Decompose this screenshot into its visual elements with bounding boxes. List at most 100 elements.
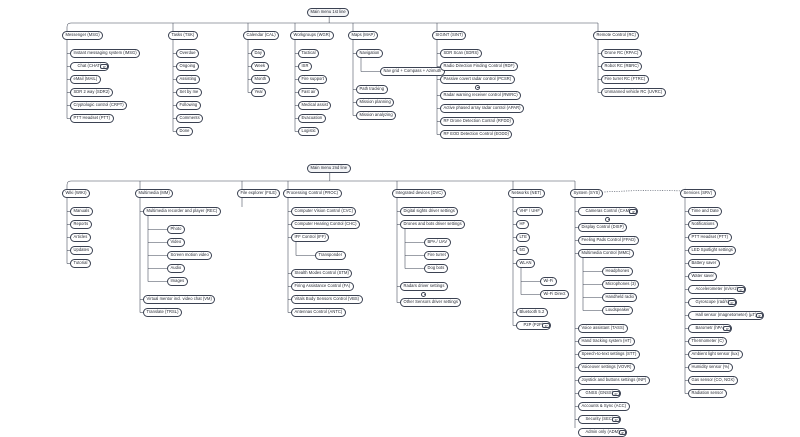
branch-l1-2[interactable]: Calendar (CAL) bbox=[243, 31, 280, 40]
item-l1-3-1[interactable]: ISR bbox=[298, 62, 312, 71]
subitem-l2-1-0-2[interactable]: Screen motion video bbox=[167, 251, 213, 260]
subitem-l2-5-4-0[interactable]: Wi-Fi bbox=[540, 277, 557, 286]
item-l2-4-0[interactable]: Digital sights driver settings bbox=[400, 207, 459, 216]
subitem-l1-4-0-0[interactable]: Nav grid + Compass + Azimuth bbox=[380, 67, 445, 76]
subitem-l2-4-1-1[interactable]: Fire turret bbox=[424, 251, 450, 260]
item-l2-7-7[interactable]: Gyroscope (rad/s) bbox=[688, 298, 737, 307]
subitem-l2-6-3-2[interactable]: Handheld radio bbox=[602, 293, 638, 302]
item-l2-6-1[interactable]: Display Control (DISP) bbox=[578, 223, 628, 232]
item-l2-7-10[interactable]: Thermometer (C) bbox=[688, 337, 728, 346]
item-l2-5-4[interactable]: WLAN bbox=[516, 259, 536, 268]
subitem-l2-1-0-3[interactable]: Audio bbox=[167, 264, 185, 273]
item-l1-6-0[interactable]: Drone RC (RPAC) bbox=[601, 49, 642, 58]
item-l2-3-1[interactable]: Computer Hearing Control (CHC) bbox=[291, 220, 361, 229]
item-l2-1-2[interactable]: Translate (TRSL) bbox=[143, 308, 183, 317]
item-l1-2-1[interactable]: Week bbox=[251, 62, 269, 71]
subitem-l2-6-3-1[interactable]: Microphones (3) bbox=[602, 280, 640, 289]
branch-l2-2[interactable]: File explorer (FILE) bbox=[237, 189, 281, 198]
item-l1-0-4[interactable]: Cryptologic control (CRPT) bbox=[70, 101, 128, 110]
item-l2-7-11[interactable]: Ambient light sensor (lux) bbox=[688, 350, 743, 359]
item-l2-0-0[interactable]: Manuals bbox=[70, 207, 93, 216]
item-l1-5-2[interactable]: Passive covert radar control (PCSR) bbox=[440, 75, 515, 84]
branch-l2-5[interactable]: Networks (NET) bbox=[508, 189, 545, 198]
item-l1-2-3[interactable]: Year bbox=[251, 88, 267, 97]
item-l2-5-3[interactable]: 5G bbox=[516, 246, 529, 255]
item-l1-3-4[interactable]: Medical assist bbox=[298, 101, 332, 110]
item-l2-3-2[interactable]: IFF Control (IFF) bbox=[291, 233, 330, 242]
item-l2-4-3[interactable]: Other Sensors driver settings bbox=[400, 298, 462, 307]
item-l2-5-6[interactable]: P2P (P2P) bbox=[516, 321, 551, 330]
branch-l1-6[interactable]: Remote Control (RC) bbox=[593, 31, 640, 40]
item-l2-5-5[interactable]: Bluetooth 5.2 bbox=[516, 308, 548, 317]
item-l2-5-1[interactable]: HF bbox=[516, 220, 529, 229]
item-l2-4-2[interactable]: Radars driver settings bbox=[400, 282, 448, 291]
item-l2-6-10[interactable]: Accounts & Sync (ACC) bbox=[578, 402, 630, 411]
item-l2-6-0[interactable]: Cameras Control (CAM) bbox=[578, 207, 638, 216]
branch-l2-0[interactable]: Wiki (WIKI) bbox=[62, 189, 91, 198]
item-l2-7-6[interactable]: Accelerometer (m/s×2) bbox=[688, 285, 746, 294]
item-l1-4-3[interactable]: Mission analyzing bbox=[356, 111, 397, 120]
branch-l2-4[interactable]: Integrated devices (DVC) bbox=[392, 189, 447, 198]
branch-l2-7[interactable]: Services (SRV) bbox=[680, 189, 716, 198]
item-l1-5-6[interactable]: RF EOD Detection Control (EODD) bbox=[440, 130, 513, 139]
item-l2-7-2[interactable]: PTT Headset (PTT) bbox=[688, 233, 732, 242]
item-l1-2-0[interactable]: Day bbox=[251, 49, 266, 58]
item-l2-7-0[interactable]: Time and Date bbox=[688, 207, 723, 216]
item-l2-0-3[interactable]: Updates bbox=[70, 246, 93, 255]
item-l1-5-5[interactable]: RF Drone Detection Control (RFDD) bbox=[440, 117, 515, 126]
item-l2-6-6[interactable]: Speech-to-text settings (STT) bbox=[578, 350, 640, 359]
item-l1-3-5[interactable]: Evacuation bbox=[298, 114, 326, 123]
subitem-l2-1-0-4[interactable]: Images bbox=[167, 277, 188, 286]
item-l2-7-1[interactable]: Notifications bbox=[688, 220, 718, 229]
branch-l2-6[interactable]: System (SYS) bbox=[570, 189, 604, 198]
item-l1-0-5[interactable]: PTT Headset (PTT) bbox=[70, 114, 114, 123]
item-l2-7-14[interactable]: Radiation sensor bbox=[688, 389, 727, 398]
item-l1-4-2[interactable]: Mission planning bbox=[356, 98, 395, 107]
subitem-l2-1-0-0[interactable]: Photo bbox=[167, 225, 185, 234]
item-l1-6-2[interactable]: Fire turret RC (FTRC) bbox=[601, 75, 649, 84]
subitem-l2-6-3-0[interactable]: Headphones bbox=[602, 267, 633, 276]
item-l2-3-4[interactable]: Firing Assistance Control (FA) bbox=[291, 282, 354, 291]
item-l1-3-3[interactable]: Fast air bbox=[298, 88, 320, 97]
item-l2-7-12[interactable]: Humidity sensor (%) bbox=[688, 363, 733, 372]
item-l1-4-1[interactable]: Path tracking bbox=[356, 85, 388, 94]
item-l2-7-9[interactable]: Barometr (hPA) bbox=[688, 324, 732, 333]
item-l1-3-6[interactable]: Logistic bbox=[298, 127, 320, 136]
subitem-l2-5-4-1[interactable]: Wi-Fi Direct bbox=[540, 290, 569, 299]
item-l2-3-5[interactable]: Vitals Body Sensors Control (VBS) bbox=[291, 295, 363, 304]
item-l1-4-0[interactable]: Navigation bbox=[356, 49, 383, 58]
item-l2-0-1[interactable]: Reports bbox=[70, 220, 92, 229]
item-l2-7-3[interactable]: LED Spotlight settings bbox=[688, 246, 737, 255]
subitem-l2-1-0-1[interactable]: Video bbox=[167, 238, 185, 247]
branch-l1-3[interactable]: Workgroups (WGR) bbox=[290, 31, 334, 40]
item-l1-1-1[interactable]: Ongoing bbox=[176, 62, 199, 71]
branch-l1-0[interactable]: Messenger (MSG) bbox=[62, 31, 104, 40]
branch-l2-1[interactable]: Multimedia (MM) bbox=[135, 189, 174, 198]
item-l2-3-6[interactable]: Antennas Control (ANTC) bbox=[291, 308, 346, 317]
item-l1-0-1[interactable]: Chat (CHAT) bbox=[70, 62, 109, 71]
branch-l1-4[interactable]: Maps (MAP) bbox=[348, 31, 379, 40]
branch-l2-3[interactable]: Processing Control (PROC) bbox=[283, 189, 342, 198]
item-l1-6-1[interactable]: Robot RC (RBRC) bbox=[601, 62, 643, 71]
branch-l1-5[interactable]: SIGINT (SINT) bbox=[432, 31, 467, 40]
item-l1-1-0[interactable]: Overdue bbox=[176, 49, 200, 58]
item-l1-1-3[interactable]: Set by me bbox=[176, 88, 202, 97]
item-l2-4-1[interactable]: Drones and bots driver settings bbox=[400, 220, 466, 229]
item-l1-5-3[interactable]: Radar warning receiver control (RWRC) bbox=[440, 91, 522, 100]
item-l1-5-0[interactable]: SDR Scan (SDRS) bbox=[440, 49, 483, 58]
item-l1-3-2[interactable]: Fire support bbox=[298, 75, 328, 84]
item-l2-6-2[interactable]: Feeling Pads Control (FPAD) bbox=[578, 236, 640, 245]
subitem-l2-6-3-3[interactable]: Loudspeaker bbox=[602, 306, 634, 315]
root-line1[interactable]: Main menu 1st line bbox=[307, 8, 350, 17]
item-l2-5-2[interactable]: LTE bbox=[516, 233, 531, 242]
item-l2-7-13[interactable]: Gas sensor (CO, NOX) bbox=[688, 376, 739, 385]
item-l1-1-4[interactable]: Following bbox=[176, 101, 201, 110]
item-l2-6-5[interactable]: Hand tracking system (HT) bbox=[578, 337, 635, 346]
item-l2-6-11[interactable]: Security (SEC) bbox=[578, 415, 621, 424]
item-l2-3-0[interactable]: Computer Vision Control (CVC) bbox=[291, 207, 357, 216]
item-l1-1-2[interactable]: Assisting bbox=[176, 75, 200, 84]
root-line2[interactable]: Main menu 2nd line bbox=[307, 164, 351, 173]
item-l2-6-8[interactable]: Joystick and buttons settings (INP) bbox=[578, 376, 650, 385]
item-l2-0-4[interactable]: Tutorial bbox=[70, 259, 91, 268]
item-l2-7-4[interactable]: Battery saver bbox=[688, 259, 720, 268]
